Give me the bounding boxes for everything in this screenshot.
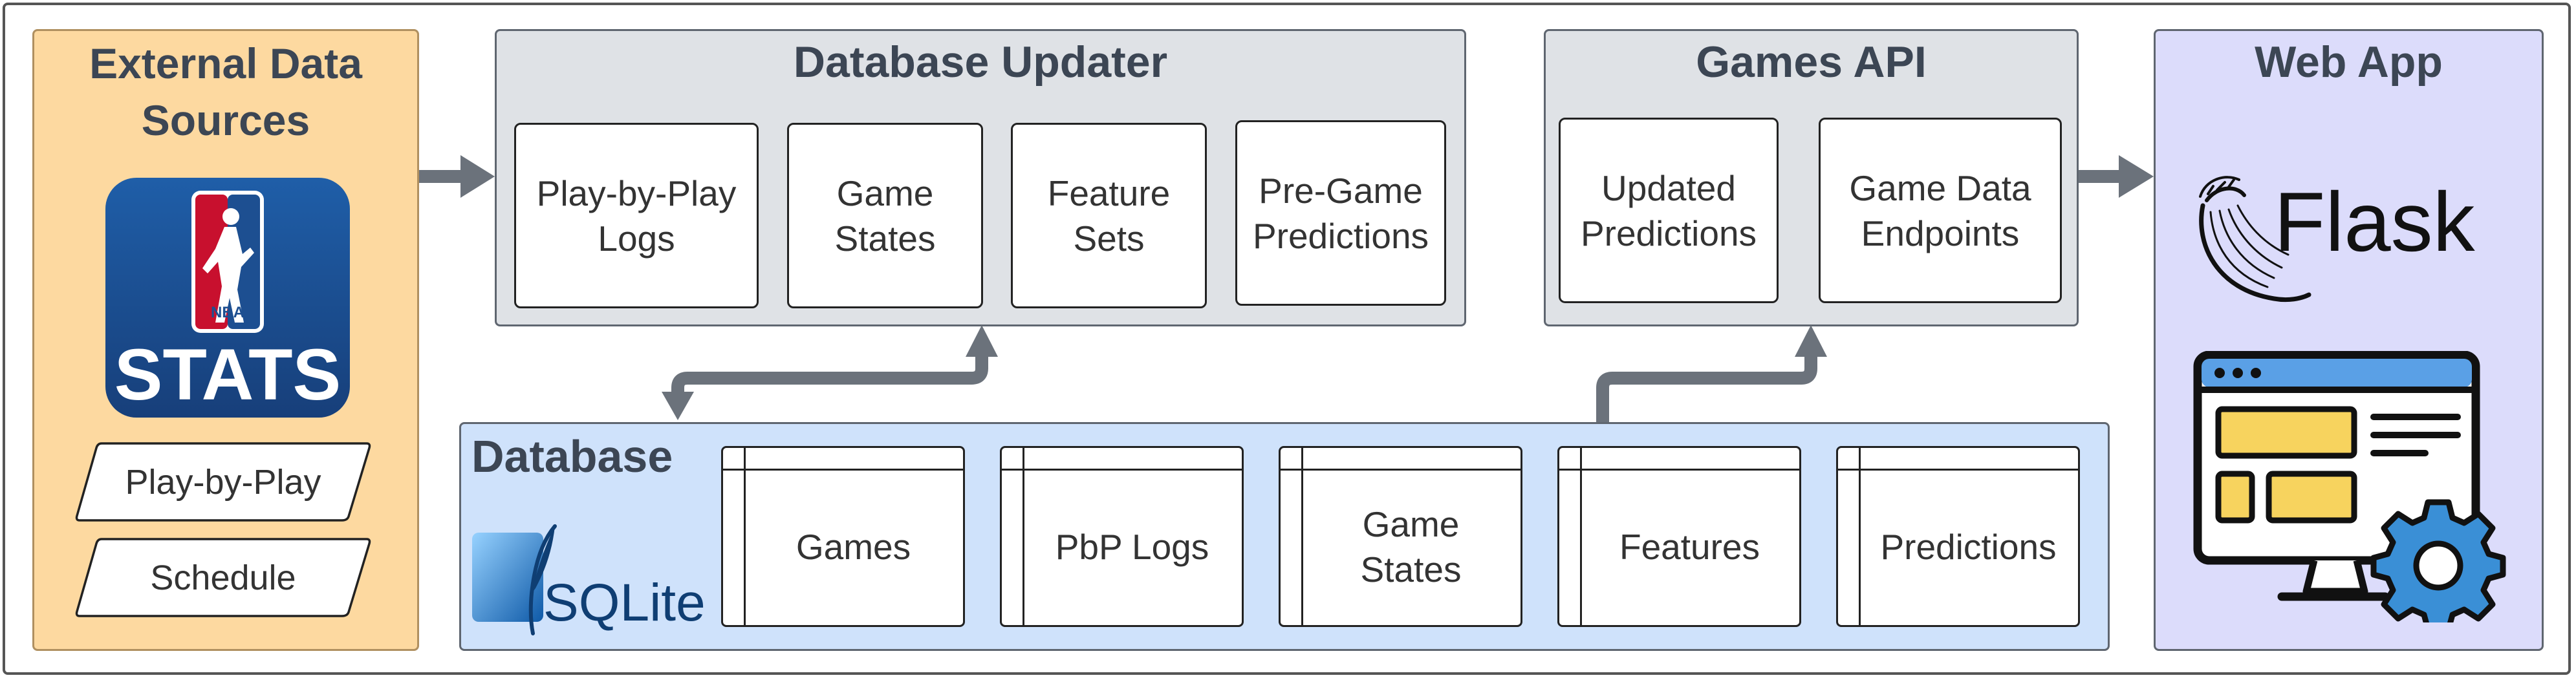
db-table-pbp-logs: PbP Logs — [1000, 446, 1244, 627]
flask-logo-text: Flask — [2274, 175, 2476, 269]
db-table-games-label: Games — [796, 527, 911, 567]
parallelogram-shape — [75, 442, 371, 522]
source-schedule-label: Schedule — [150, 558, 296, 597]
web-app-monitor-gear-icon — [2193, 351, 2506, 622]
external-data-sources-panel: External Data Sources NBA STATS — [32, 29, 419, 651]
db-table-predictions: Predictions — [1836, 446, 2080, 627]
flask-logo: Flask — [2199, 175, 2476, 303]
web-app-panel: Web App Flask — [2154, 29, 2544, 651]
feather-icon — [528, 524, 557, 635]
db-table-games: Games — [721, 446, 965, 627]
updater-box-play-by-play-logs: Play-by-Play Logs — [514, 123, 759, 308]
external-sources-title-line2: Sources — [141, 96, 310, 144]
table-index-line — [1301, 448, 1303, 625]
table-header-line — [1281, 469, 1521, 471]
sqlite-logo-text: SQLite — [543, 573, 704, 632]
table-index-line — [1859, 448, 1861, 625]
parallelogram-shape — [75, 538, 371, 617]
external-sources-title: External Data Sources — [34, 35, 417, 149]
database-title: Database — [471, 431, 673, 482]
updater-box-feature-sets: Feature Sets — [1011, 123, 1207, 308]
source-schedule: Schedule — [74, 537, 372, 618]
web-app-title: Web App — [2255, 37, 2443, 87]
nba-badge-text: NBA — [211, 304, 244, 321]
db-table-game-states: Game States — [1279, 446, 1522, 627]
updater-box-game-states: Game States — [787, 123, 983, 308]
db-table-features: Features — [1557, 446, 1801, 627]
api-box-updated-predictions: Updated Predictions — [1559, 118, 1779, 303]
table-header-line — [1002, 469, 1242, 471]
table-header-line — [1559, 469, 1799, 471]
db-table-predictions-label: Predictions — [1880, 527, 2057, 567]
db-table-features-label: Features — [1619, 527, 1760, 567]
table-index-line — [1580, 448, 1582, 625]
database-updater-title: Database Updater — [793, 37, 1168, 87]
sqlite-logo: SQLite — [472, 524, 704, 635]
db-table-game-states-label: Game States — [1360, 504, 1462, 590]
nba-logo-icon: NBA — [191, 191, 264, 333]
table-index-line — [744, 448, 746, 625]
flask-horn-icon — [2199, 176, 2311, 303]
stats-logo-text: STATS — [114, 334, 341, 415]
table-header-line — [1838, 469, 2078, 471]
updater-box-pre-game-predictions: Pre-Game Predictions — [1235, 120, 1446, 306]
api-box-game-data-endpoints: Game Data Endpoints — [1819, 118, 2062, 303]
db-table-pbp-logs-label: PbP Logs — [1055, 527, 1209, 567]
table-header-line — [723, 469, 963, 471]
outer-frame — [3, 3, 2571, 675]
gear-icon — [2370, 499, 2506, 622]
table-index-line — [1023, 448, 1024, 625]
nba-stats-logo: NBA STATS — [105, 178, 350, 418]
games-api-title: Games API — [1696, 37, 1927, 87]
source-play-by-play: Play-by-Play — [74, 441, 372, 522]
external-sources-title-line1: External Data — [89, 39, 362, 87]
source-play-by-play-label: Play-by-Play — [125, 462, 321, 502]
